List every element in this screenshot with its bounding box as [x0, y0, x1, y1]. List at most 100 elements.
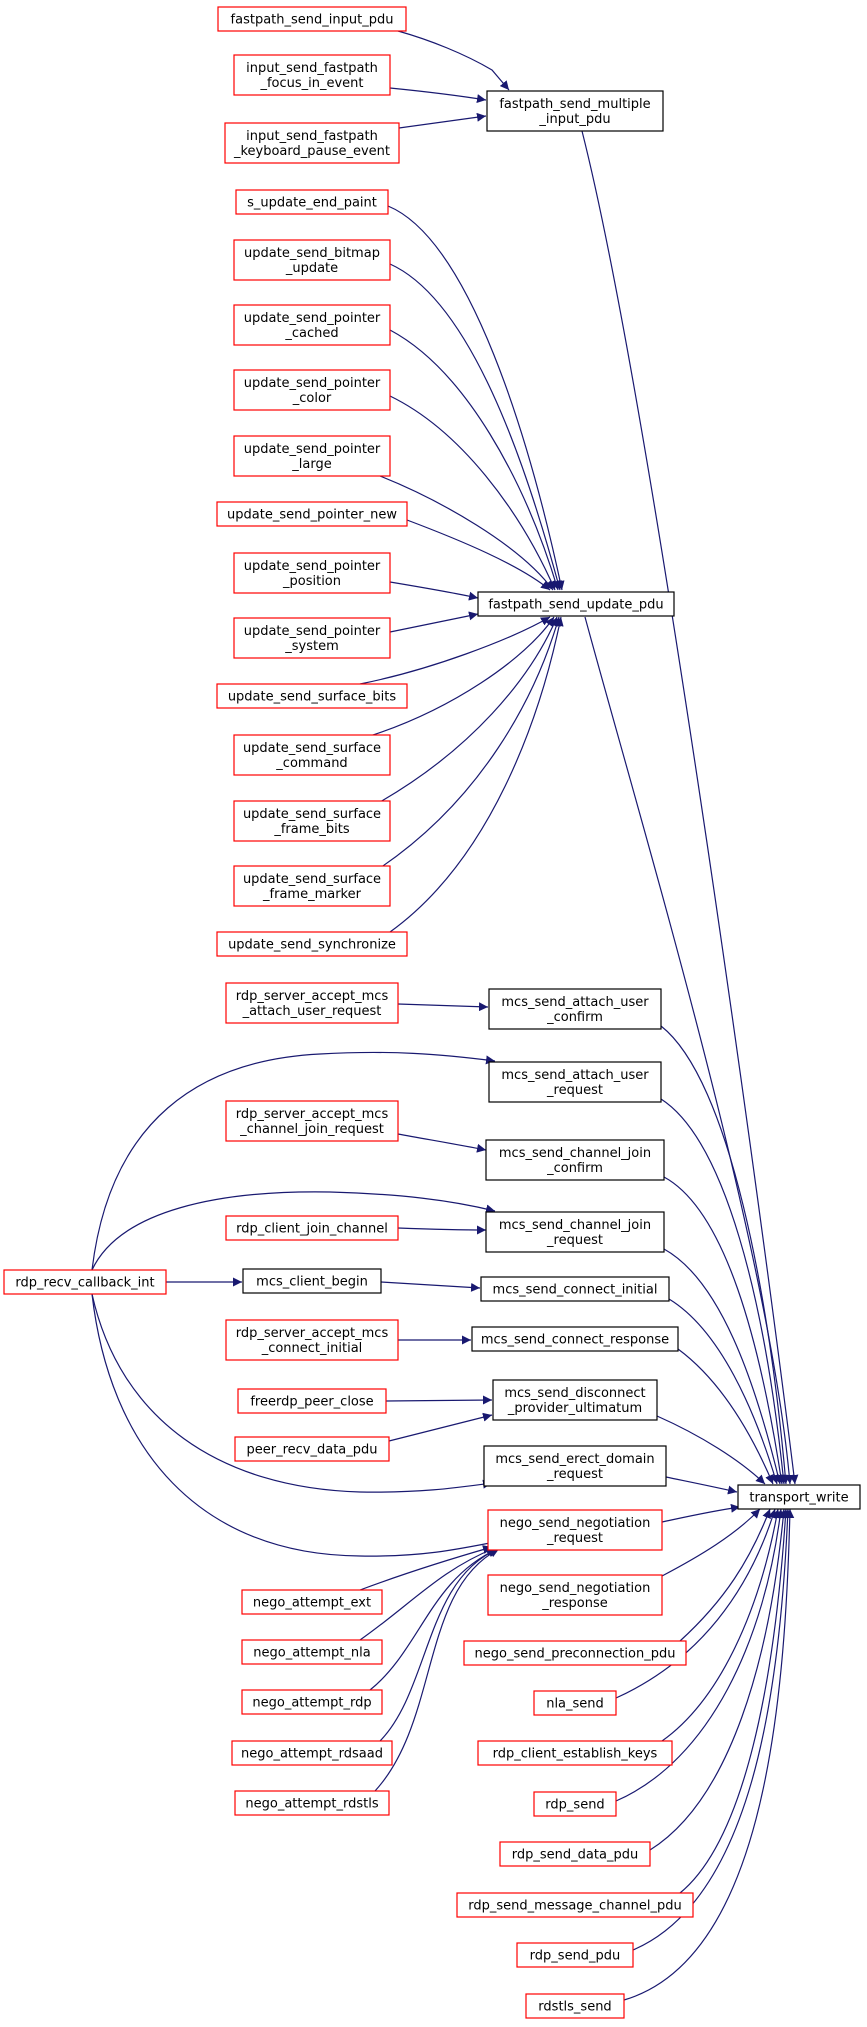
node-label: _response [541, 1596, 608, 1611]
node-label: _attach_user_request [242, 1004, 382, 1019]
node-label: fastpath_send_update_pdu [488, 598, 663, 613]
edge-nego_preconn-to-transport_write [679, 1508, 771, 1642]
node-rdp-send[interactable]: rdp_send [533, 1791, 617, 1817]
node-box [486, 90, 664, 132]
node-nego-rdstls[interactable]: nego_attempt_rdstls [234, 1790, 390, 1816]
node-upd-ptr-cached[interactable]: update_send_pointer_cached [233, 304, 391, 346]
node-mcs-client-begin[interactable]: mcs_client_begin [242, 1268, 382, 1294]
node-label: _update [285, 261, 338, 276]
node-label: update_send_pointer [244, 442, 381, 457]
node-peer-close[interactable]: freerdp_peer_close [237, 1388, 387, 1414]
node-nego-rdsaad[interactable]: nego_attempt_rdsaad [231, 1740, 393, 1766]
node-mcs-connect-initial[interactable]: mcs_send_connect_initial [480, 1276, 670, 1302]
edge-upd_surf_cmd-to-fp_update [369, 616, 555, 737]
node-rdp-send-msg[interactable]: rdp_send_message_channel_pdu [456, 1892, 694, 1918]
edge-recv_cb-to-mcs_erect [91, 1293, 493, 1493]
node-label: mcs_send_attach_user [501, 1068, 649, 1083]
node-upd-ptr-new[interactable]: update_send_pointer_new [216, 501, 408, 527]
node-nla-send[interactable]: nla_send [533, 1690, 617, 1716]
node-label: _request [546, 1083, 603, 1098]
node-upd-surf-fmark[interactable]: update_send_surface_frame_marker [233, 865, 391, 907]
node-box [488, 988, 662, 1030]
node-box [485, 1211, 665, 1253]
node-label: rdp_server_accept_mcs [236, 1326, 389, 1341]
edge-recv_cb-to-mcs_attach_request [91, 1051, 496, 1271]
node-mcs-erect[interactable]: mcs_send_erect_domain_request [483, 1445, 667, 1487]
node-nego-resp[interactable]: nego_send_negotiation_response [487, 1574, 663, 1616]
node-label: input_send_fastpath [246, 129, 378, 144]
node-mcs-attach-request[interactable]: mcs_send_attach_user_request [488, 1061, 662, 1103]
node-s-update-end[interactable]: s_update_end_paint [235, 189, 389, 215]
node-mcs-chan-confirm[interactable]: mcs_send_channel_join_confirm [485, 1139, 665, 1181]
node-transport-write[interactable]: transport_write [737, 1484, 861, 1510]
node-label: mcs_send_connect_response [481, 1333, 669, 1348]
node-box [492, 1379, 658, 1421]
edge-nego_rdsaad-to-nego_req [379, 1548, 499, 1742]
node-srv-attach-req[interactable]: rdp_server_accept_mcs_attach_user_reques… [225, 982, 399, 1024]
node-fp-update[interactable]: fastpath_send_update_pdu [477, 591, 675, 617]
edge-fp_update-to-transport_write [584, 616, 794, 1485]
nodes: fastpath_send_input_pdu input_send_fastpa… [3, 6, 861, 2019]
node-rdp-send-pdu[interactable]: rdp_send_pdu [516, 1942, 634, 1968]
node-client-keys[interactable]: rdp_client_establish_keys [477, 1740, 673, 1766]
node-label: update_send_surface [243, 741, 381, 756]
node-nego-nla[interactable]: nego_attempt_nla [241, 1639, 383, 1665]
node-nego-rdp[interactable]: nego_attempt_rdp [241, 1689, 383, 1715]
node-mcs-connect-response[interactable]: mcs_send_connect_response [471, 1326, 679, 1352]
node-fp-multi[interactable]: fastpath_send_multiple_input_pdu [486, 90, 664, 132]
node-box [487, 1509, 663, 1551]
node-peer-recv[interactable]: peer_recv_data_pdu [234, 1436, 390, 1462]
node-label: update_send_pointer [244, 559, 381, 574]
edge-nego_rdstls-to-nego_req [374, 1548, 500, 1792]
node-label: mcs_client_begin [256, 1275, 368, 1290]
node-nego-req[interactable]: nego_send_negotiation_request [487, 1509, 663, 1551]
node-fp-input-pdu[interactable]: fastpath_send_input_pdu [217, 6, 407, 32]
node-srv-connect-initial[interactable]: rdp_server_accept_mcs_connect_initial [225, 1319, 399, 1361]
edge-fp_multi-to-transport_write [581, 130, 799, 1485]
node-label: nego_attempt_rdp [252, 1696, 371, 1711]
edge-nego_req-to-transport_write [661, 1503, 741, 1523]
node-label: rdp_send [545, 1798, 604, 1813]
node-mcs-disconnect[interactable]: mcs_send_disconnect_provider_ultimatum [492, 1379, 658, 1421]
node-box [233, 54, 391, 96]
node-rdp-send-data[interactable]: rdp_send_data_pdu [499, 1841, 651, 1867]
node-box [234, 1790, 390, 1816]
edge-mcs_chan_confirm-to-transport_write [663, 1176, 786, 1485]
node-label: _confirm [546, 1010, 603, 1025]
node-upd-surf-fbits[interactable]: update_send_surface_frame_bits [233, 800, 391, 842]
node-client-join[interactable]: rdp_client_join_channel [225, 1215, 399, 1241]
node-label: fastpath_send_input_pdu [231, 13, 394, 28]
node-upd-surf-bits[interactable]: update_send_surface_bits [216, 683, 408, 709]
node-upd-surf-cmd[interactable]: update_send_surface_command [233, 734, 391, 776]
node-label: transport_write [749, 1491, 848, 1506]
node-input-kbd[interactable]: input_send_fastpath_keyboard_pause_event [224, 122, 400, 164]
node-box [231, 1740, 393, 1766]
node-mcs-chan-request[interactable]: mcs_send_channel_join_request [485, 1211, 665, 1253]
node-upd-ptr-sys[interactable]: update_send_pointer_system [233, 617, 391, 659]
node-label: rdp_server_accept_mcs [236, 989, 389, 1004]
node-label: update_send_pointer [244, 624, 381, 639]
node-label: nego_attempt_ext [253, 1596, 371, 1611]
node-srv-chan-join[interactable]: rdp_server_accept_mcs_channel_join_reque… [225, 1100, 399, 1142]
node-upd-ptr-large[interactable]: update_send_pointer_large [233, 435, 391, 477]
node-label: peer_recv_data_pdu [246, 1443, 377, 1458]
node-box [525, 1993, 625, 2019]
node-box [487, 1574, 663, 1616]
node-label: _input_pdu [538, 112, 610, 127]
node-label: nla_send [546, 1697, 604, 1712]
node-upd-bitmap[interactable]: update_send_bitmap_update [233, 239, 391, 281]
node-nego-preconn[interactable]: nego_send_preconnection_pdu [463, 1640, 687, 1666]
edge-recv_cb-to-nego_req [91, 1293, 501, 1557]
edge-input_focus-to-fp_multi [389, 87, 487, 104]
node-label: update_send_bitmap [244, 246, 380, 261]
node-upd-sync[interactable]: update_send_synchronize [216, 931, 408, 957]
edge-rdp_send-to-transport_write [615, 1508, 785, 1802]
node-input-focus[interactable]: input_send_fastpath_focus_in_event [233, 54, 391, 96]
node-nego-ext[interactable]: nego_attempt_ext [241, 1589, 383, 1615]
node-rdstls-send[interactable]: rdstls_send [525, 1993, 625, 2019]
node-upd-ptr-pos[interactable]: update_send_pointer_position [233, 552, 391, 594]
node-upd-ptr-color[interactable]: update_send_pointer_color [233, 369, 391, 411]
node-label: update_send_surface [243, 872, 381, 887]
node-mcs-attach-confirm[interactable]: mcs_send_attach_user_confirm [488, 988, 662, 1030]
node-recv-cb[interactable]: rdp_recv_callback_int [3, 1269, 167, 1295]
